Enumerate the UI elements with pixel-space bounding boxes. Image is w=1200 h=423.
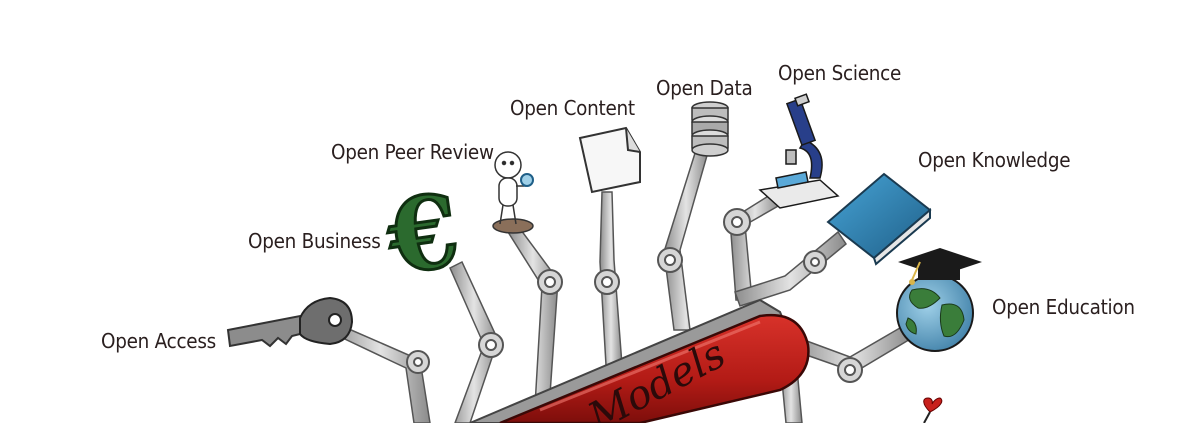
label-open-peer-review: Open Peer Review [331,140,494,164]
label-open-knowledge: Open Knowledge [918,148,1071,172]
label-open-science: Open Science [778,61,902,85]
reviewer-figure-icon [492,151,534,234]
euro-icon: € [378,169,467,299]
arm-knowledge [734,230,848,307]
label-open-education: Open Education [992,295,1135,319]
knife-handle: Models [469,298,810,423]
key-icon [226,296,354,348]
label-open-content: Open Content [510,96,635,120]
globe-graduation-icon [896,248,982,352]
document-icon [578,126,641,194]
heart-icon [923,397,943,423]
arm-data [663,149,709,331]
book-icon [826,172,932,266]
database-icon [691,101,729,157]
arm-joints [406,208,863,383]
microscope-icon [758,93,840,209]
label-open-data: Open Data [656,76,753,100]
label-open-access: Open Access [101,329,216,353]
svg-text:€: € [380,171,466,298]
arm-access [328,325,431,423]
label-open-business: Open Business [248,229,381,253]
